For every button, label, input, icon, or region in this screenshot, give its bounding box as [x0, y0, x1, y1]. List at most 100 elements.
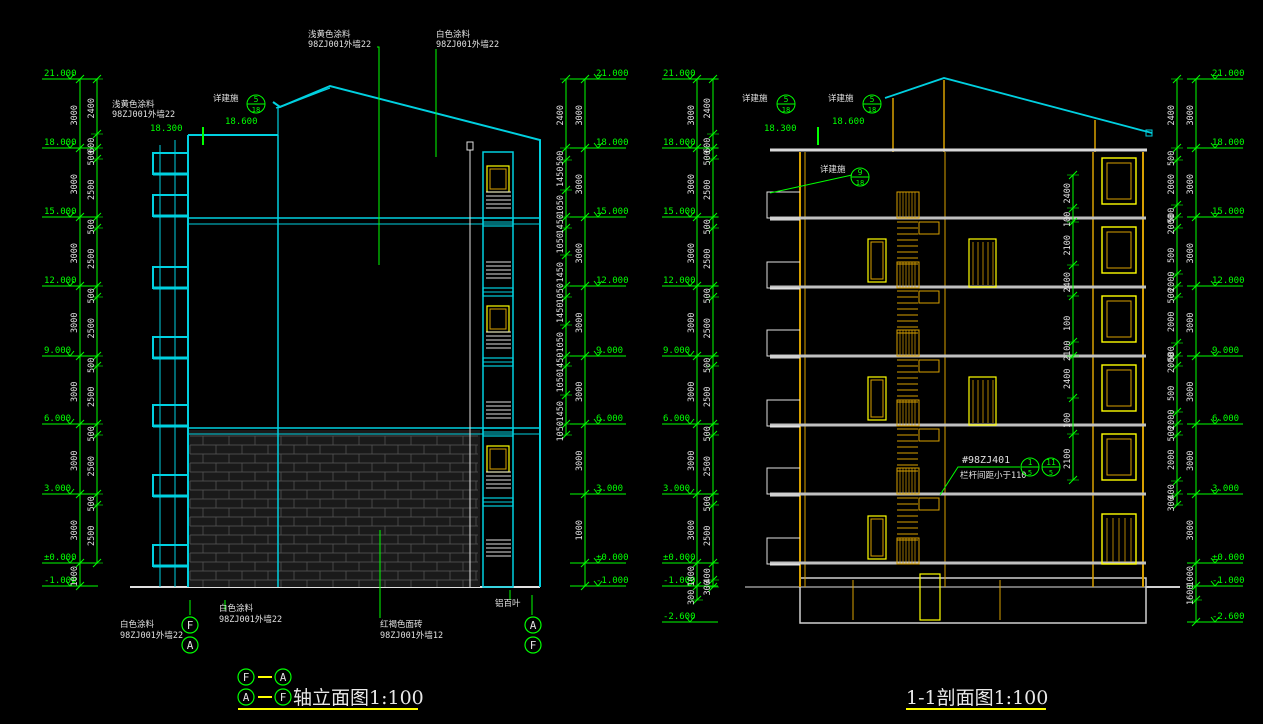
l-outer-dim-label: 3000	[70, 451, 80, 471]
r-inner-dim-label: 1450	[556, 303, 566, 323]
s-inner-dim-label: 2500	[703, 387, 713, 407]
relev-level-tick	[593, 142, 603, 149]
section-balcony	[766, 261, 800, 289]
sr-outer-dim-label: 1000	[1186, 566, 1196, 586]
relev-level-tick	[593, 280, 603, 287]
relev-level-label: 6.000	[596, 414, 623, 424]
r-inner-dim-label: 1050	[556, 283, 566, 303]
r-outer-dim-label: 1000	[575, 520, 585, 540]
section-balcony	[766, 329, 800, 357]
r-inner-dim-label: 1450	[556, 262, 566, 282]
r-inner-dim-label: 1050	[556, 233, 566, 253]
slelev-level-label: 21.000	[663, 69, 696, 79]
railing-num2: 11	[1046, 458, 1056, 467]
sr-inner-dim-label: 2000	[1167, 353, 1177, 373]
note-white-bl-2: 98ZJ001外墙22	[120, 630, 183, 641]
relev-level-tick	[593, 418, 603, 425]
slelev-level-tick	[685, 142, 695, 149]
window-bottom	[1101, 513, 1137, 565]
section-balcony	[766, 191, 800, 219]
srelev-level-tick	[1210, 557, 1220, 564]
s-inner-dim-label: 300	[703, 580, 713, 595]
srelev-level-tick	[1210, 418, 1220, 425]
brick-zone	[188, 430, 480, 587]
relev-level-tick	[593, 350, 603, 357]
s-mid-dim-label: 2100	[1063, 235, 1073, 255]
sr-inner-dim-label: 500	[1167, 151, 1177, 166]
l-inner-dim-label: 2500	[87, 180, 97, 200]
r-inner-dim-label: 1050	[556, 332, 566, 352]
s-inner-dim-label: 500	[703, 426, 713, 441]
section-geometry	[745, 77, 1180, 710]
detail-label-left: 详建施	[213, 93, 239, 104]
r1-den: 18	[782, 106, 790, 114]
stair-rail	[896, 329, 920, 357]
relev-level-tick	[593, 211, 603, 218]
lelev-level-tick	[65, 418, 75, 425]
srelev-level-label: 15.000	[1212, 207, 1245, 217]
note-white-paint-2: 98ZJ001外墙22	[436, 39, 499, 50]
l-inner-dim-label: 500	[87, 219, 97, 234]
lelev-level-label: 6.000	[44, 414, 71, 424]
axis-f-label: F	[187, 619, 194, 632]
relev-level-label: 15.000	[596, 207, 629, 217]
l-inner-dim-label: 500	[87, 426, 97, 441]
s-outer-dim-label: 300	[687, 590, 697, 605]
s-outer-dim-label: 3000	[687, 243, 697, 263]
slelev-level-label: -2.600	[663, 612, 696, 622]
lelev-level-tick	[65, 350, 75, 357]
window-right	[1101, 157, 1137, 205]
window-right-inner	[1106, 438, 1132, 476]
s-inner-dim-label: 2500	[703, 249, 713, 269]
door-left	[867, 238, 887, 283]
sr-outer-dim-label: 3000	[1186, 451, 1196, 471]
sr-inner-dim-label: 2000	[1167, 214, 1177, 234]
level-18300-left: 18.300	[150, 124, 183, 134]
sr-outer-dim-label: 3000	[1186, 243, 1196, 263]
relev-level-tick	[593, 557, 603, 564]
window-right	[1101, 364, 1137, 412]
stair-rail	[896, 191, 920, 219]
slelev-level-tick	[685, 280, 695, 287]
stair-landing	[918, 359, 940, 373]
slelev-level-tick	[685, 211, 695, 218]
r-outer-dim-label: 3000	[575, 313, 585, 333]
note-brick-2: 98ZJ001外墙12	[380, 630, 443, 641]
dimension-lines: 21.00018.00015.00012.0009.0006.0003.000±…	[42, 69, 1245, 627]
l-inner-dim-label: 2500	[87, 387, 97, 407]
door-left-inner	[870, 518, 884, 557]
floor-slabs	[766, 157, 1146, 621]
srelev-level-tick	[1210, 580, 1220, 587]
window-right	[1101, 433, 1137, 481]
l-inner-dim-label: 600	[87, 138, 97, 153]
detail-num-left: 5	[254, 95, 259, 104]
lelev-level-label: 12.000	[44, 276, 77, 286]
r-inner-dim-label: 1050	[556, 372, 566, 392]
lelev-level-label: 9.000	[44, 346, 71, 356]
r2-den: 18	[868, 106, 876, 114]
balcony	[152, 544, 188, 567]
title-axis-f: F	[243, 671, 250, 684]
door-mid	[968, 238, 997, 288]
sr-inner-dim-label: 2000	[1167, 174, 1177, 194]
s-mid-dim-label: 100	[1063, 413, 1073, 428]
s-mid-dim-label: 100	[1063, 316, 1073, 331]
sr-outer-dim-label: 3000	[1186, 520, 1196, 540]
balcony	[152, 474, 188, 497]
detail-den-left: 18	[252, 106, 260, 114]
door-mid	[968, 376, 997, 426]
lelev-level-label: 3.000	[44, 484, 71, 494]
leader-railing	[939, 466, 1020, 496]
sr-inner-dim-label: 500	[1167, 248, 1177, 263]
roof-gable	[275, 87, 331, 135]
lelev-level-tick	[65, 557, 75, 564]
s-mid-dim-label: 2100	[1063, 341, 1073, 361]
window-right-inner	[1106, 300, 1132, 338]
s-inner-dim-label: 500	[703, 150, 713, 165]
leader-detail-9	[769, 174, 853, 194]
r-inner-dim-label: 1450	[556, 353, 566, 373]
balcony	[152, 194, 188, 217]
sr-outer-dim-label: 3000	[1186, 313, 1196, 333]
slelev-level-label: -1.000	[663, 576, 696, 586]
stair-window-frame	[489, 168, 507, 190]
